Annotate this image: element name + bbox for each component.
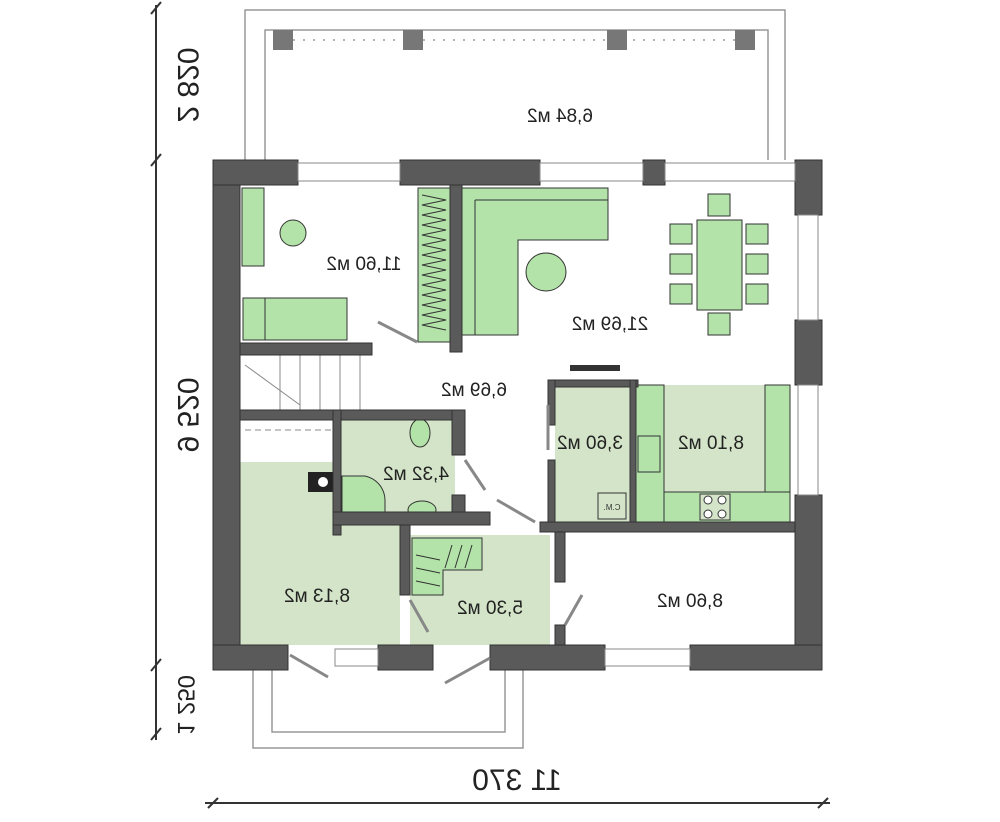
tv-icon — [570, 365, 620, 371]
dimension-top: 2 820 — [171, 47, 204, 122]
room-area-boiler-room: 5,30 м2 — [457, 598, 523, 619]
room-area-right-room: 8,60 м2 — [657, 591, 723, 612]
room-area-bathroom: 4,32 м2 — [383, 464, 449, 485]
horizontal-dimension-line — [205, 797, 830, 809]
windows — [297, 162, 819, 667]
room-area-terrace: 6,84 м2 — [527, 106, 593, 127]
vertical-dimension-line — [150, 1, 162, 741]
kitchen-counter — [635, 384, 791, 523]
post-icon — [403, 30, 423, 50]
dimension-width: 11 370 — [472, 764, 562, 797]
room-area-kitchen: 8,10 м2 — [678, 433, 744, 454]
wardrobe-hangers — [421, 194, 447, 331]
post-icon — [607, 30, 627, 50]
washing-machine-label: С.М. — [604, 503, 621, 512]
terrace-posts — [273, 30, 755, 50]
ottoman — [525, 252, 567, 292]
post-icon — [273, 30, 293, 50]
bedroom-furniture — [241, 187, 348, 341]
room-area-hall: 6,69 м2 — [441, 380, 507, 401]
post-icon — [735, 30, 755, 50]
stove-icon — [699, 493, 731, 521]
sink-icon — [637, 435, 661, 473]
room-area-pantry: 3,60 м2 — [557, 433, 623, 454]
room-area-living: 21,69 м2 — [572, 314, 648, 335]
terrace-outline — [244, 9, 786, 160]
staircase — [244, 355, 361, 431]
dining-set — [669, 193, 769, 336]
washing-machine — [597, 492, 627, 520]
dimension-middle: 9 520 — [171, 377, 204, 452]
dimension-bottom: 1 250 — [172, 675, 199, 735]
room-area-left-room: 8,13 м2 — [284, 586, 350, 607]
boiler-dial-icon — [318, 477, 328, 487]
room-area-bedroom: 11,60 м2 — [326, 254, 401, 275]
doors — [289, 320, 584, 685]
porch-outline — [252, 670, 524, 749]
boiler-room-stair — [411, 537, 483, 596]
bathroom-fixtures — [341, 418, 437, 520]
